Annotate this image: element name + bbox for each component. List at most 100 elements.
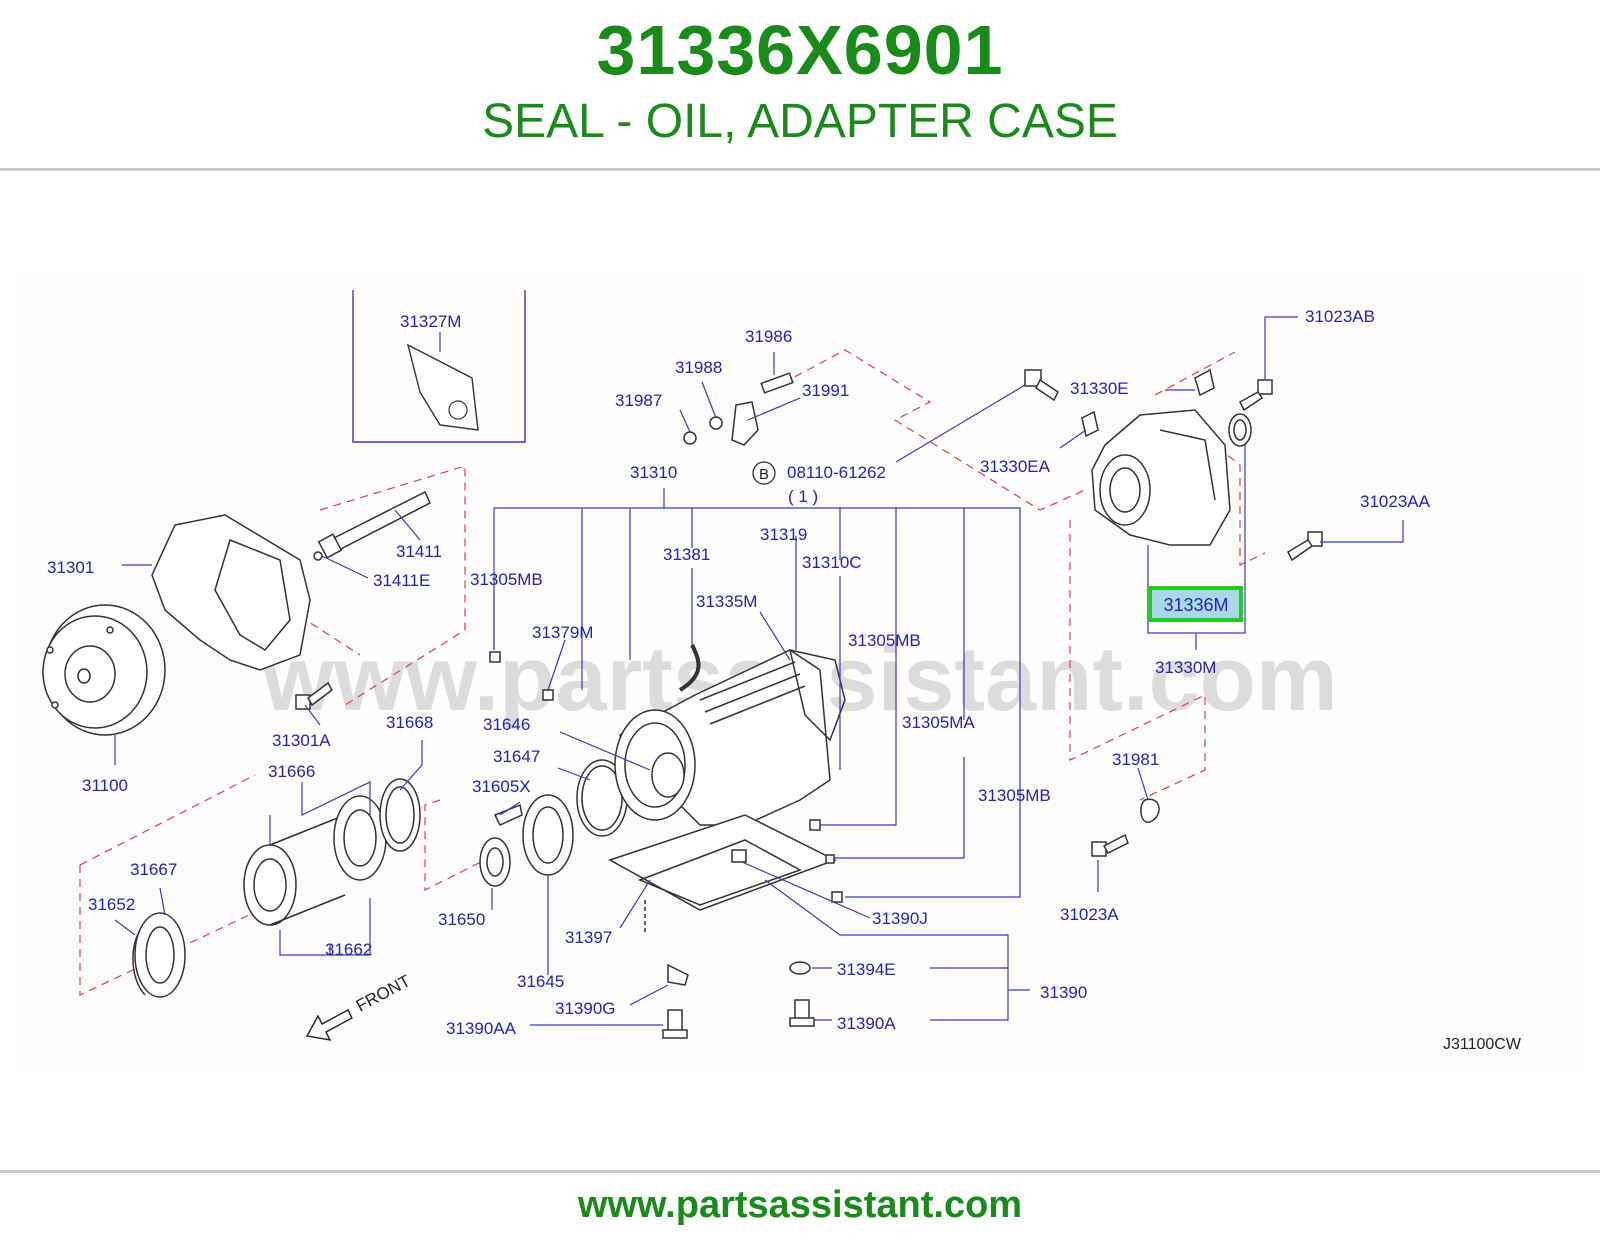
clip-31981-part xyxy=(1140,798,1160,823)
label-31335M: 31335M xyxy=(696,592,757,611)
plate-hole xyxy=(448,400,468,420)
label-31666: 31666 xyxy=(268,762,315,781)
fitting-31305MB-b-part xyxy=(809,819,821,831)
label-31986: 31986 xyxy=(745,327,792,346)
label-31981: 31981 xyxy=(1112,750,1159,769)
label-31650: 31650 xyxy=(438,910,485,929)
label-31645: 31645 xyxy=(517,972,564,991)
label-08110-61262: 08110-61262 xyxy=(787,463,886,482)
leader-lines xyxy=(114,316,1404,1026)
label-31305MB-mid: 31305MB xyxy=(848,631,921,650)
label-31100: 31100 xyxy=(82,776,128,795)
label-31667: 31667 xyxy=(130,860,177,879)
fitting-31305MB-part xyxy=(489,651,501,663)
oil-pan-part xyxy=(608,814,837,935)
bolt-31023AA-part xyxy=(1287,531,1323,562)
label-31662: 31662 xyxy=(325,940,372,959)
washer-31394E-part xyxy=(789,961,811,975)
bolt-31023A-part xyxy=(1091,833,1129,857)
label-31305MB-left: 31305MB xyxy=(470,570,543,589)
part-description: SEAL - OIL, ADAPTER CASE xyxy=(482,95,1118,148)
fitting-31379M-part xyxy=(542,689,554,701)
bolt-31390AA-part xyxy=(662,1009,688,1039)
label-31023A: 31023A xyxy=(1060,905,1119,924)
nut-31987-part xyxy=(683,431,697,445)
label-31411: 31411 xyxy=(396,542,442,561)
tube-31381-part xyxy=(678,644,701,692)
clip-31390G-part xyxy=(667,963,689,986)
part-drawings xyxy=(42,368,1323,1039)
b-quantity-label: ( 1 ) xyxy=(788,487,818,506)
label-31390G: 31390G xyxy=(555,999,616,1018)
gasket-31335M-part xyxy=(789,649,846,742)
b-symbol-letter: B xyxy=(759,466,769,483)
fitting-31305MB-c-part xyxy=(831,891,843,903)
label-31327M: 31327M xyxy=(400,312,461,331)
bolt-31301A-part xyxy=(295,681,333,710)
label-31319: 31319 xyxy=(760,525,807,544)
label-31023AB: 31023AB xyxy=(1305,307,1375,326)
footer-url[interactable]: www.partsassistant.com xyxy=(577,1184,1023,1226)
pin-31986-part xyxy=(760,372,794,394)
label-31301: 31301 xyxy=(47,558,94,577)
label-31330EA: 31330EA xyxy=(980,457,1051,476)
label-31988: 31988 xyxy=(675,358,722,377)
label-31646: 31646 xyxy=(483,715,530,734)
bracket-31330E-part xyxy=(1194,368,1215,397)
bolt-08110-part xyxy=(1024,369,1059,402)
label-31023AA: 31023AA xyxy=(1360,492,1431,511)
lever-31991-part xyxy=(731,401,759,446)
spring-31988-part xyxy=(709,416,723,430)
label-31987: 31987 xyxy=(615,391,662,410)
label-31330E: 31330E xyxy=(1070,379,1129,398)
footer-divider xyxy=(0,1170,1600,1173)
label-31390J: 31390J xyxy=(872,909,928,928)
sprocket-part xyxy=(132,912,186,998)
label-31301A: 31301A xyxy=(272,731,331,750)
converter-housing-part xyxy=(151,514,311,671)
part-labels: 31327M 31986 31988 31991 31987 31023AB 3… xyxy=(47,307,1431,1038)
b-reference-symbol: B xyxy=(752,461,776,485)
label-31991: 31991 xyxy=(802,381,849,400)
label-31647: 31647 xyxy=(493,747,540,766)
label-31605X: 31605X xyxy=(472,777,531,796)
diagram-code: J31100CW xyxy=(1443,1036,1522,1053)
label-31305MA: 31305MA xyxy=(902,713,975,732)
fitting-31305MA-part xyxy=(825,854,835,864)
front-arrow-icon xyxy=(305,1009,353,1041)
label-31397: 31397 xyxy=(565,928,612,947)
transmission-case-part xyxy=(614,649,831,826)
label-31390: 31390 xyxy=(1040,983,1087,1002)
label-31330M: 31330M xyxy=(1155,658,1216,677)
header-divider xyxy=(0,168,1600,171)
label-31305MB-right: 31305MB xyxy=(978,786,1051,805)
label-31310C: 31310C xyxy=(802,553,862,572)
input-shaft-part xyxy=(317,490,431,559)
label-31411E: 31411E xyxy=(373,571,430,590)
drain-plug-part xyxy=(731,849,747,863)
page-header: 31336X6901 SEAL - OIL, ADAPTER CASE xyxy=(0,0,1600,170)
highlighted-part-callout[interactable]: 31336M xyxy=(1148,586,1243,622)
adapter-case-part xyxy=(1091,409,1231,546)
clutch-drum-part xyxy=(243,778,421,926)
label-31652: 31652 xyxy=(88,895,135,914)
bracket-31605X-part xyxy=(493,803,523,826)
bolt-31023AB-part xyxy=(1239,379,1273,412)
part-number-title: 31336X6901 xyxy=(596,11,1004,89)
label-31310: 31310 xyxy=(630,463,677,482)
label-31379M: 31379M xyxy=(532,623,593,642)
highlighted-part-label[interactable]: 31336M xyxy=(1163,595,1228,615)
label-31381: 31381 xyxy=(663,545,710,564)
inset-box xyxy=(352,290,526,443)
label-31394E: 31394E xyxy=(837,960,896,979)
label-31390AA: 31390AA xyxy=(446,1019,517,1038)
bolt-31390A-part xyxy=(789,999,815,1027)
label-plate-part xyxy=(406,343,479,431)
o-ring-part xyxy=(313,551,323,561)
diagram-svg: www.partsassistant.com xyxy=(15,272,1585,1072)
parts-diagram: www.partsassistant.com xyxy=(0,170,1600,1170)
highlight-box[interactable] xyxy=(1148,586,1243,622)
label-31668: 31668 xyxy=(386,713,433,732)
label-31390A: 31390A xyxy=(837,1014,896,1033)
torque-converter-part xyxy=(42,604,166,736)
